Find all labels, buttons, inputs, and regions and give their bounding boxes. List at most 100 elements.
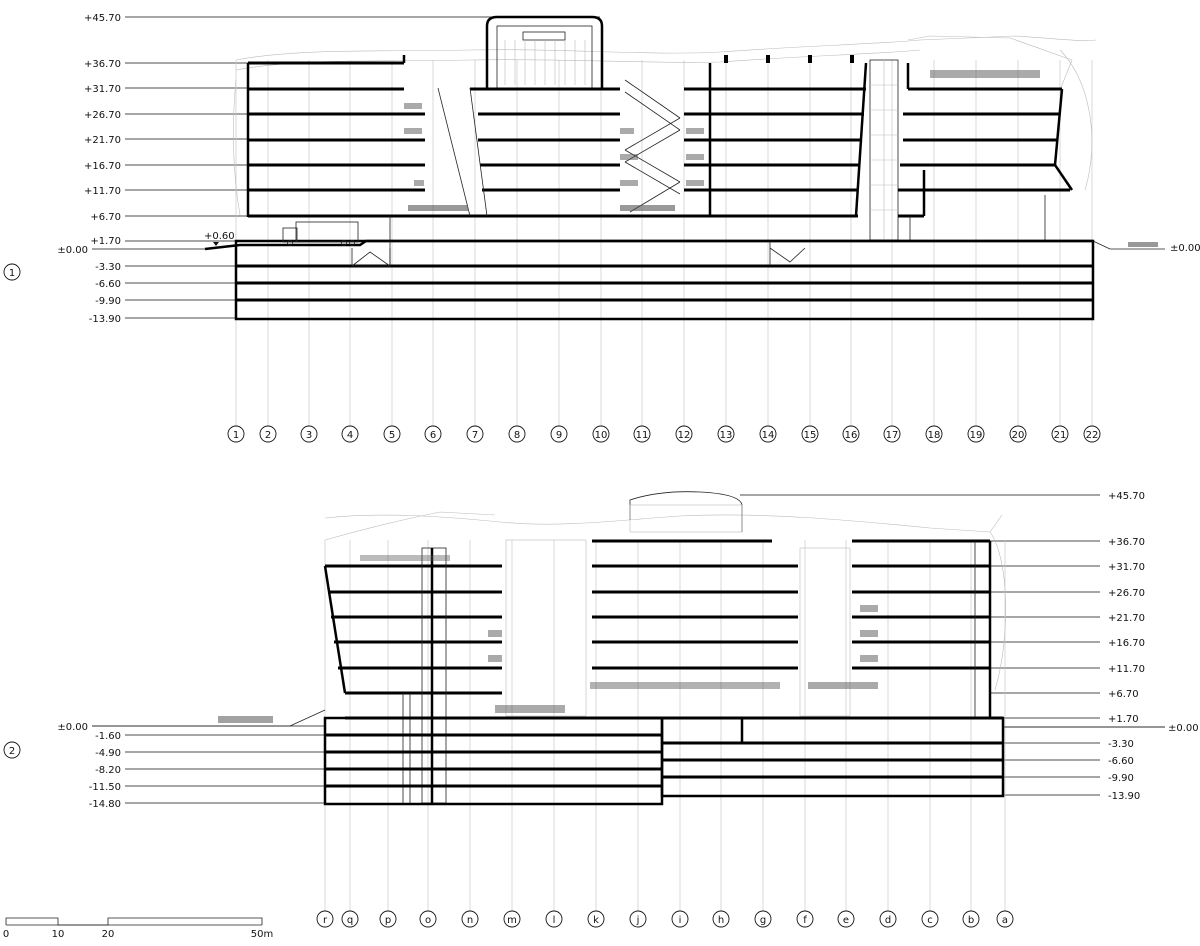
axis-label: n <box>467 915 473 926</box>
level-label: ±0.00 <box>1168 723 1199 734</box>
axis-label: d <box>885 915 891 926</box>
level-label: -3.30 <box>95 262 121 273</box>
level-label: +11.70 <box>1108 664 1145 675</box>
level-label: -9.90 <box>1108 773 1134 784</box>
section-2-level-lines-left <box>92 725 325 804</box>
axis-label: 4 <box>347 430 353 441</box>
level-label: +36.70 <box>84 59 121 70</box>
level-label-right: ±0.00 <box>1170 243 1200 254</box>
section-2: 2 +45.70 +36.70 +31.70 +26.70 +21.70 +16… <box>3 491 1199 928</box>
level-label: ±0.00 <box>57 245 88 256</box>
level-label: +45.70 <box>84 13 121 24</box>
level-label: -6.60 <box>95 279 121 290</box>
section-2-level-labels-left: ±0.00 -1.60 -4.90 -8.20 -11.50 -14.80 <box>57 722 121 810</box>
level-label: +31.70 <box>1108 562 1145 573</box>
section-1-roof-outline <box>233 35 1097 216</box>
section-2-marker-circle <box>3 741 21 759</box>
ramp-level-label: +0.60 <box>204 231 235 242</box>
level-label: -6.60 <box>1108 756 1134 767</box>
axis-label: 5 <box>389 430 395 441</box>
axis-label: i <box>679 915 682 926</box>
axis-label: c <box>927 915 933 926</box>
section-1-level-lines <box>92 16 600 319</box>
scale-bar: 0 10 20 50m <box>3 917 273 940</box>
section-2-grid-lines <box>324 540 1006 912</box>
level-label: +36.70 <box>1108 537 1145 548</box>
scale-tick-label: 10 <box>52 929 65 940</box>
level-label: +26.70 <box>1108 588 1145 599</box>
axis-label: 9 <box>556 430 562 441</box>
people-figures <box>404 70 1158 247</box>
axis-label: 15 <box>804 430 817 441</box>
axis-label: k <box>593 915 599 926</box>
section-2-roof-outline <box>324 491 1006 691</box>
axis-label: 11 <box>636 430 649 441</box>
section-1-structure <box>204 15 1165 321</box>
level-label: -4.90 <box>95 748 121 759</box>
truck-icon <box>282 221 359 246</box>
axis-label: a <box>1002 915 1008 926</box>
axis-label: b <box>968 915 974 926</box>
section-2-axis-bubbles: r q p o n m l k j i h g f e d c b a <box>316 910 1014 928</box>
level-label: +21.70 <box>1108 613 1145 624</box>
axis-label: g <box>760 915 766 926</box>
axis-label: l <box>553 915 556 926</box>
scale-tick-label: 20 <box>102 929 115 940</box>
people-figures <box>218 555 878 723</box>
section-1-marker-circle <box>3 263 21 281</box>
axis-label: 22 <box>1086 430 1099 441</box>
level-label: +6.70 <box>90 212 121 223</box>
axis-label: p <box>385 915 391 926</box>
level-label: -9.90 <box>95 296 121 307</box>
level-label: -1.60 <box>95 731 121 742</box>
section-1-level-labels: +45.70 +36.70 +31.70 +26.70 +21.70 +16.7… <box>57 13 1200 325</box>
axis-label: 21 <box>1054 430 1067 441</box>
axis-label: 13 <box>720 430 733 441</box>
axis-label: e <box>843 915 849 926</box>
level-label: -8.20 <box>95 765 121 776</box>
axis-label: 16 <box>845 430 858 441</box>
axis-label: 19 <box>970 430 983 441</box>
axis-label: 1 <box>233 430 239 441</box>
level-label: -13.90 <box>89 314 121 325</box>
section-2-level-lines-right <box>740 494 1165 796</box>
section-2-marker-label: 2 <box>9 746 15 757</box>
level-label: -3.30 <box>1108 739 1134 750</box>
section-2-level-labels-right: +45.70 +36.70 +31.70 +26.70 +21.70 +16.7… <box>1108 491 1199 802</box>
section-1-marker-label: 1 <box>9 268 15 279</box>
section-1-axis-bubbles: 1 2 3 4 5 6 7 8 9 10 11 12 13 14 15 16 1… <box>227 425 1101 443</box>
level-label: +45.70 <box>1108 491 1145 502</box>
level-label: +6.70 <box>1108 689 1139 700</box>
axis-label: o <box>425 915 431 926</box>
section-1: 1 +45.70 +36.70 +31.70 +26.70 +21.70 +1 <box>3 13 1200 443</box>
level-label: -13.90 <box>1108 791 1140 802</box>
axis-label: 14 <box>762 430 775 441</box>
level-label: +31.70 <box>84 84 121 95</box>
axis-label: j <box>636 915 640 926</box>
level-label: -14.80 <box>89 799 121 810</box>
axis-label: f <box>803 915 807 926</box>
axis-label: 2 <box>265 430 271 441</box>
level-label: ±0.00 <box>57 722 88 733</box>
level-label: +26.70 <box>84 110 121 121</box>
level-label: +16.70 <box>84 161 121 172</box>
level-label: +1.70 <box>90 236 121 247</box>
axis-label: h <box>718 915 724 926</box>
axis-label: 12 <box>678 430 691 441</box>
axis-label: r <box>323 915 328 926</box>
axis-label: 3 <box>306 430 312 441</box>
axis-label: 6 <box>430 430 436 441</box>
axis-label: 8 <box>514 430 520 441</box>
scale-tick-label: 0 <box>3 929 9 940</box>
axis-label: 20 <box>1012 430 1025 441</box>
section-2-structure <box>92 539 1165 806</box>
level-marker-icon <box>213 242 219 246</box>
level-label: +1.70 <box>1108 714 1139 725</box>
axis-label: 17 <box>886 430 899 441</box>
axis-label: 18 <box>928 430 941 441</box>
axis-label: 7 <box>472 430 478 441</box>
level-label: +21.70 <box>84 135 121 146</box>
axis-label: q <box>347 915 353 926</box>
axis-label: 10 <box>595 430 608 441</box>
